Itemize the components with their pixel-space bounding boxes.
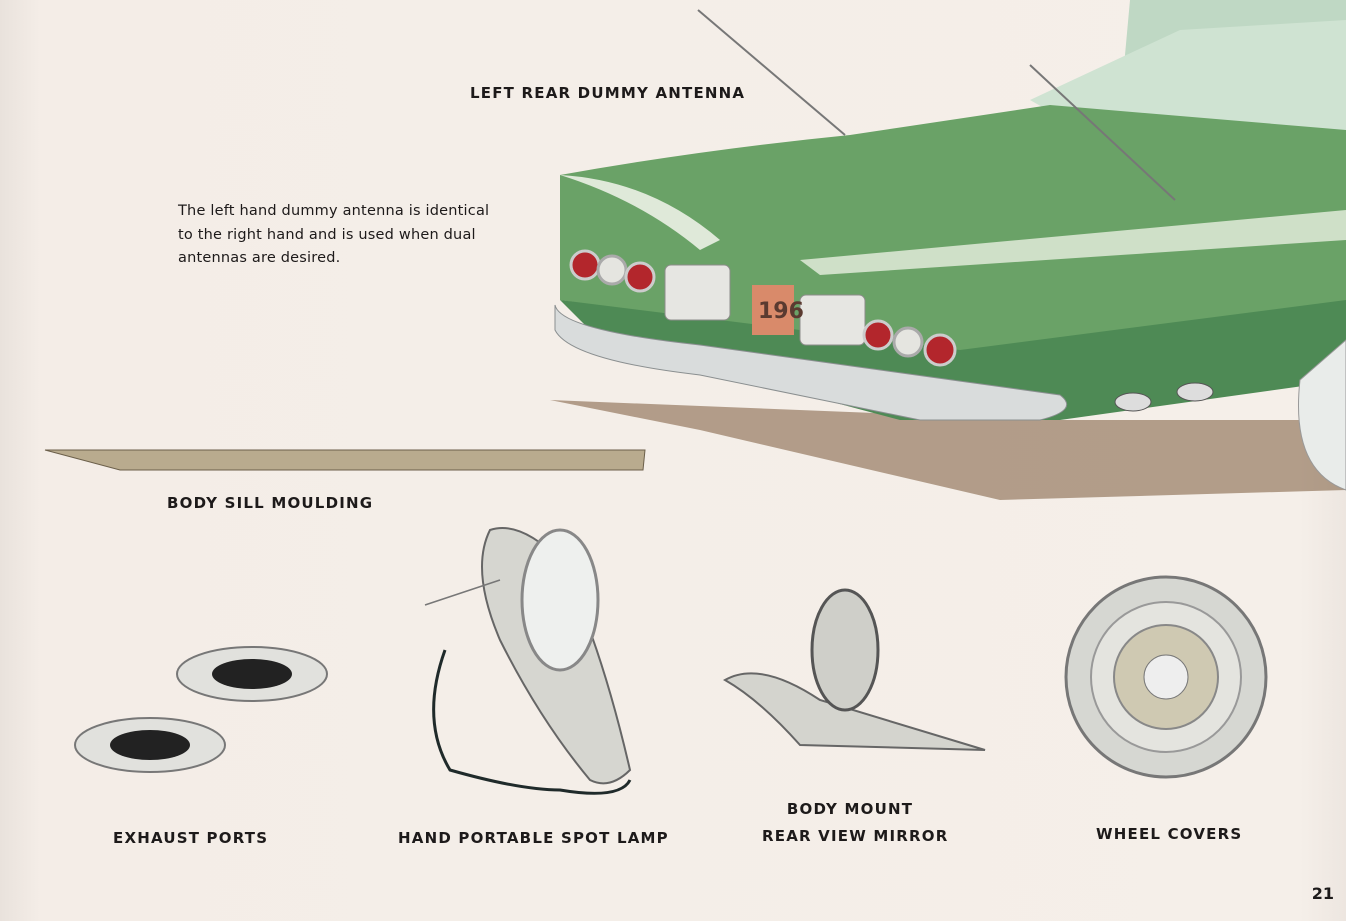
sill-moulding-label: BODY SILL MOULDING xyxy=(167,494,374,512)
mirror-label-line2: REAR VIEW MIRROR xyxy=(762,827,949,845)
mirror-label-line1: BODY MOUNT xyxy=(786,800,914,818)
page-number: 21 xyxy=(1311,884,1334,903)
sill-moulding-illustration xyxy=(44,449,646,471)
spot-lamp-illustration xyxy=(424,527,632,795)
antenna-left xyxy=(697,9,846,136)
exhaust-ports-illustration xyxy=(74,646,328,773)
spot-lamp-label: HAND PORTABLE SPOT LAMP xyxy=(398,829,669,847)
description-line: to the right hand and is used when dual xyxy=(178,226,476,243)
exhaust-ports-label: EXHAUST PORTS xyxy=(113,829,269,847)
description-line: The left hand dummy antenna is identical xyxy=(178,203,490,219)
antenna-description: The left hand dummy antenna is identical… xyxy=(178,200,498,271)
wheel-cover-illustration xyxy=(1064,575,1268,779)
description-line: antennas are desired. xyxy=(178,250,341,266)
svg-text:196: 196 xyxy=(758,299,804,324)
antenna-right xyxy=(1029,64,1176,201)
wheel-covers-label: WHEEL COVERS xyxy=(1096,825,1243,843)
license-plate xyxy=(752,285,794,335)
car-rear-illustration: 196 xyxy=(550,0,1346,500)
mirror-illustration xyxy=(722,588,986,751)
antenna-title: LEFT REAR DUMMY ANTENNA xyxy=(470,84,746,102)
